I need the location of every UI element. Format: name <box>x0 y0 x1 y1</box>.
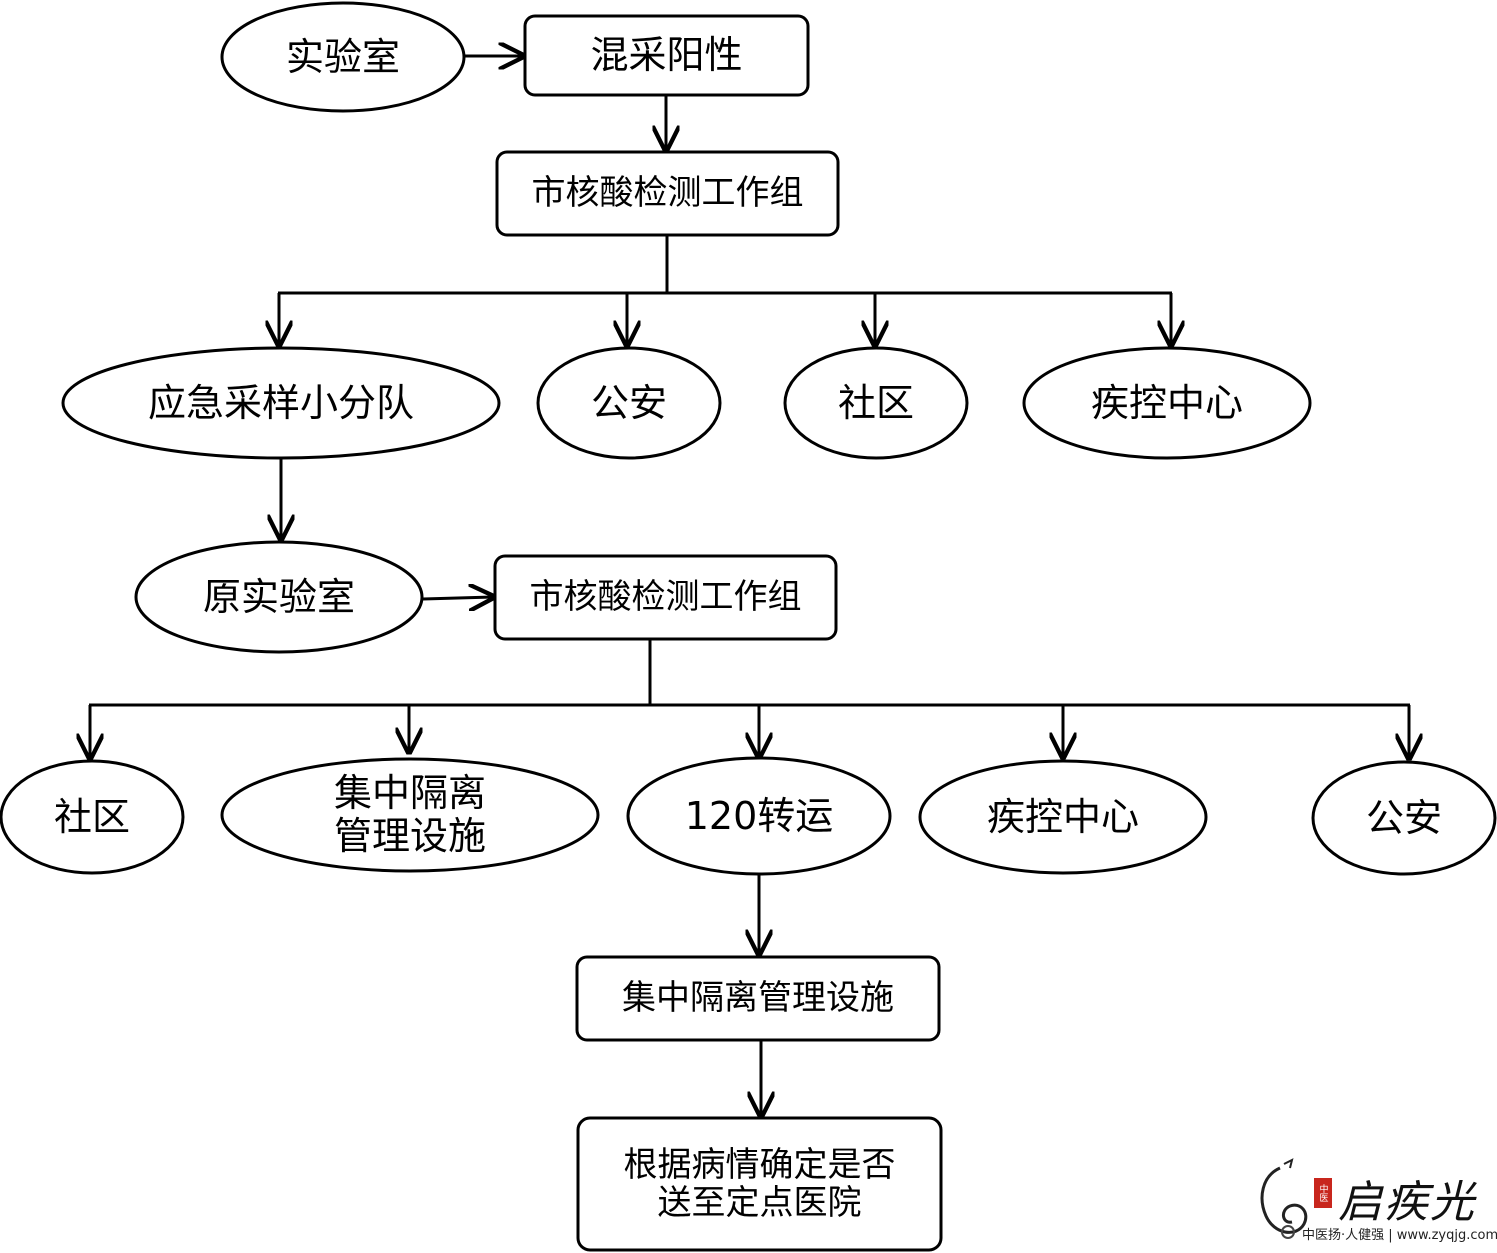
node-nat-group-1-label: 市核酸检测工作组 <box>531 173 804 214</box>
node-quarantine-facility-1-shape <box>220 757 600 873</box>
node-quarantine-facility-1-label: 集中隔离 管理设施 <box>333 771 486 858</box>
node-community-2-label: 社区 <box>53 794 130 839</box>
node-original-lab-label: 原实验室 <box>202 574 355 619</box>
arrow-original-lab-to-nat-group-2 <box>422 597 493 599</box>
node-community-1-shape <box>783 346 969 460</box>
node-emergency-team-label: 应急采样小分队 <box>147 380 414 425</box>
dragon-emblem-icon <box>1260 1158 1308 1239</box>
node-mixed-positive-label: 混采阳性 <box>590 33 743 78</box>
watermark-logo: 中医 启疾光 中医扬·人健强 | www.zyqjg.com <box>1250 1158 1497 1248</box>
node-transfer-120-shape <box>626 756 892 876</box>
node-decision-label: 根据病情确定是否 送至定点医院 <box>623 1144 896 1223</box>
node-cdc-2-label: 疾控中心 <box>986 794 1139 839</box>
node-cdc-1-shape <box>1022 346 1312 460</box>
node-police-2-shape <box>1311 760 1497 876</box>
watermark-seal: 中医 <box>1314 1178 1332 1208</box>
node-original-lab-shape <box>134 540 424 654</box>
node-community-1-label: 社区 <box>837 380 914 425</box>
node-lab-shape <box>220 1 466 113</box>
watermark-slogan: 中医扬·人健强 | www.zyqjg.com <box>1302 1228 1497 1243</box>
node-police-1-shape <box>536 346 722 460</box>
node-police-1-label: 公安 <box>590 380 667 425</box>
node-quarantine-facility-2-shape <box>575 955 941 1042</box>
node-transfer-120-label: 120转运 <box>684 793 834 838</box>
watermark-brand: 启疾光 <box>1338 1177 1476 1228</box>
node-quarantine-facility-2-label: 集中隔离管理设施 <box>622 978 894 1019</box>
node-cdc-2-shape <box>918 759 1208 875</box>
node-community-2-shape <box>0 759 185 875</box>
node-lab-label: 实验室 <box>285 34 400 79</box>
node-cdc-1-label: 疾控中心 <box>1090 380 1243 425</box>
node-decision-shape <box>576 1116 943 1252</box>
node-nat-group-2-label: 市核酸检测工作组 <box>529 577 802 618</box>
node-emergency-team-shape <box>61 346 501 460</box>
node-police-2-label: 公安 <box>1365 795 1442 840</box>
